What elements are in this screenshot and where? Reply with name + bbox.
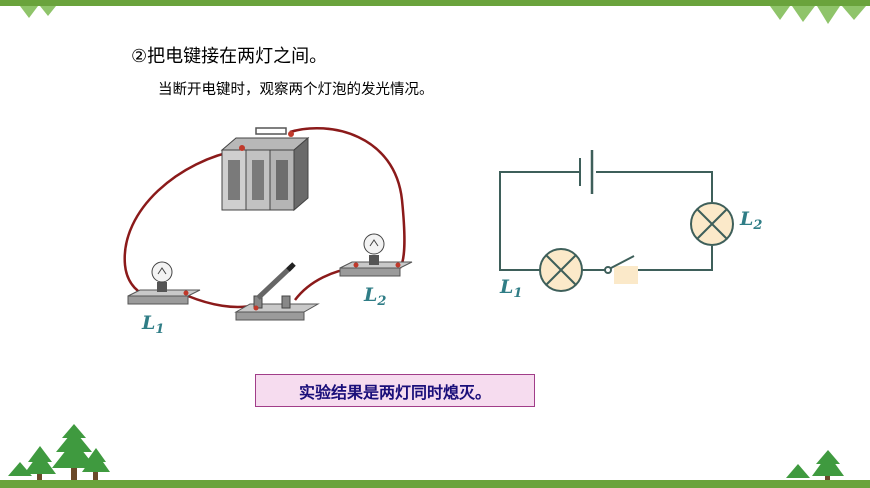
result-box: 实验结果是两灯同时熄灭。 [255,374,535,407]
knife-switch-icon [234,262,320,321]
top-decor-bar [0,0,870,6]
top-right-triangles [770,6,866,24]
schematic-label-l1: L1 [500,276,523,301]
schematic-label-l2: L2 [740,208,763,233]
wire [123,148,241,298]
photo-label-l2: L2 [364,284,387,309]
schematic-wire [499,171,580,271]
page-subheading: 当断开电键时，观察两个灯泡的发光情况。 [158,82,434,98]
pine-tree-icon [786,450,844,480]
pine-tree-icon [8,424,110,480]
page-heading: ②把电键接在两灯之间。 [131,46,328,67]
battery-pack-icon [220,127,310,212]
wire [289,126,406,269]
lamp-symbol-icon [690,202,734,246]
light-bulb-icon [127,261,201,305]
lamp-symbol-icon [539,248,583,292]
open-switch-symbol [604,255,638,284]
bottom-decor-bar [0,480,870,488]
photo-label-l1: L1 [142,312,165,337]
top-left-triangles [20,6,56,18]
schematic-circuit [499,150,734,292]
schematic-wire [634,246,713,271]
wire [187,294,256,309]
light-bulb-icon [339,233,413,277]
schematic-wire [596,171,713,202]
physical-circuit [123,126,413,321]
